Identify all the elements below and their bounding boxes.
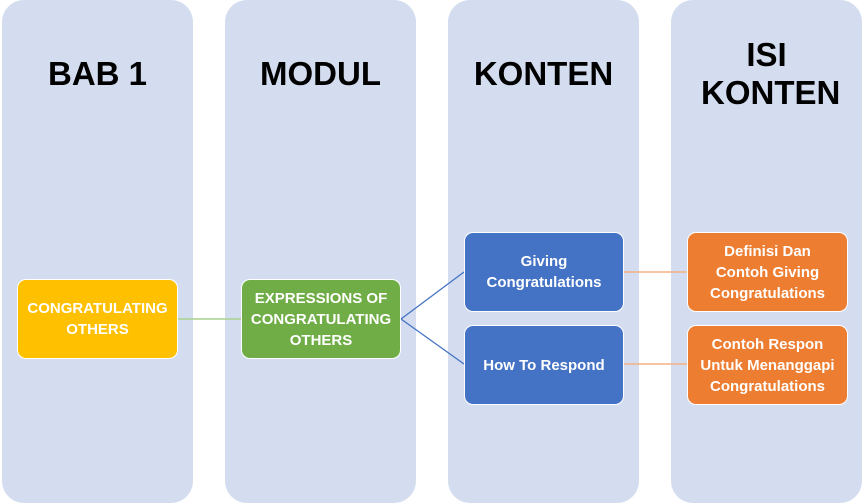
node-definisi-dan-contoh[interactable]: Definisi Dan Contoh Giving Congratulatio… bbox=[687, 232, 848, 312]
column-modul: MODUL bbox=[225, 0, 416, 503]
node-giving-congratulations[interactable]: Giving Congratulations bbox=[464, 232, 624, 312]
link-modul-respond bbox=[400, 318, 465, 365]
column-title-modul: MODUL bbox=[260, 55, 381, 92]
node-congratulating-others[interactable]: CONGRATULATING OTHERS bbox=[17, 279, 178, 359]
column-title-isi-konten: ISI KONTEN bbox=[701, 36, 841, 111]
column-title-bab: BAB 1 bbox=[47, 55, 148, 92]
column-bab: BAB 1 bbox=[2, 0, 193, 503]
node-expressions-of-congratulating-others[interactable]: EXPRESSIONS OF CONGRATULATING OTHERS bbox=[241, 279, 401, 359]
node-how-to-respond[interactable]: How To Respond bbox=[464, 325, 624, 405]
node-contoh-respon[interactable]: Contoh Respon Untuk Menanggapi Congratul… bbox=[687, 325, 848, 405]
link-modul-giving bbox=[400, 271, 465, 320]
column-title-konten: KONTEN bbox=[473, 55, 614, 92]
